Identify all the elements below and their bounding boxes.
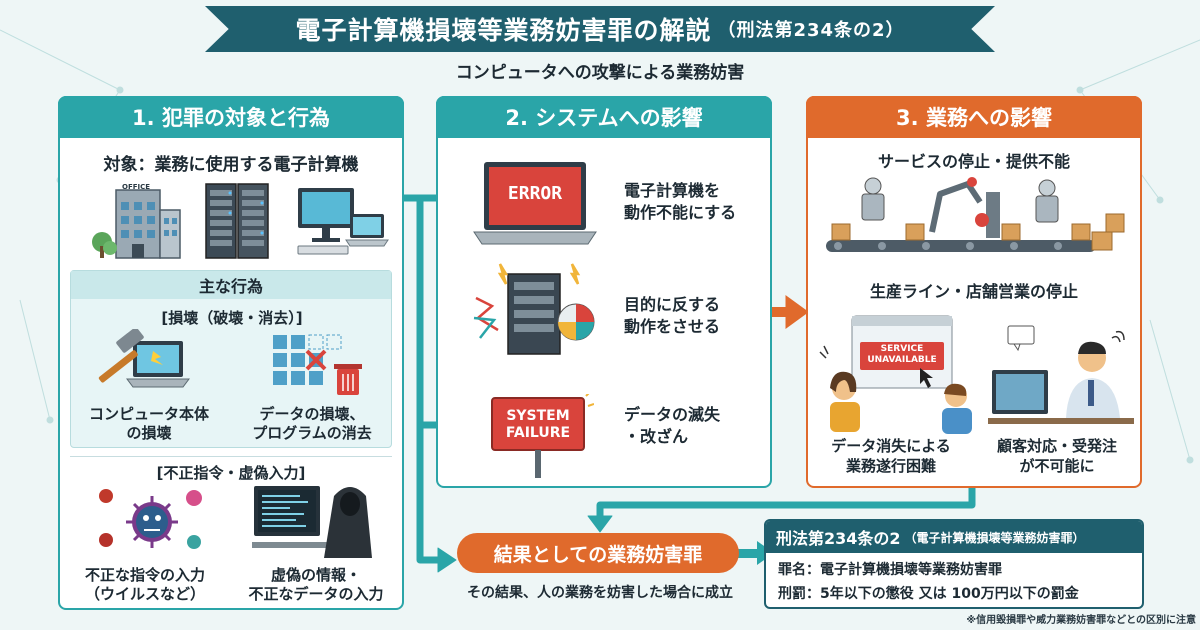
impact-customer-service: 顧客対応・受発注 が不可能に xyxy=(974,436,1140,476)
page-title: 電子計算機損壊等業務妨害罪の解説 （刑法第234条の2） xyxy=(205,6,995,52)
destruction-heading: [損壊（破壊・消去）] xyxy=(161,309,303,327)
fraud-heading: [不正指令・虚偽入力] xyxy=(156,464,306,482)
system-failure-sign-icon xyxy=(491,394,594,478)
impact-customer-service-line1: 顧客対応・受発注 xyxy=(996,437,1117,455)
section-divider xyxy=(70,456,392,457)
hammer-laptop-icon xyxy=(98,329,190,388)
destruction-item-hardware-line1: コンピュータ本体 xyxy=(88,405,209,423)
destruction-item-data-line2: プログラムの消去 xyxy=(252,424,372,442)
panel1-heading: 1. 犯罪の対象と行為 xyxy=(58,96,404,138)
production-line-icon xyxy=(826,177,1125,252)
service-unavailable-label-line1: SERVICE xyxy=(880,344,924,354)
law-heading: 刑法第234条の2 （電子計算機損壊等業務妨害罪） xyxy=(766,521,1142,553)
data-deletion-icon xyxy=(273,334,362,395)
impact-data-loss: データ消失による 業務遂行困難 xyxy=(808,436,974,476)
system-failure-label-line2: FAILURE xyxy=(505,425,571,441)
stressed-worker-icon xyxy=(988,325,1134,424)
office-sign: OFFICE xyxy=(122,183,151,191)
effect-data-loss-line1: データの滅失 xyxy=(624,405,721,424)
destruction-item-hardware-line2: の損壊 xyxy=(126,424,172,442)
fraud-item-malware-line1: 不正な指令の入力 xyxy=(84,566,205,584)
impact-data-loss-line2: 業務遂行困難 xyxy=(845,457,936,475)
panel-target-and-acts: 1. 犯罪の対象と行為 対象：業務に使用する電子計算機 OFFICE xyxy=(58,96,404,610)
fraud-item-malware-line2: （ウイルスなど） xyxy=(84,585,205,603)
system-failure-label-line1: SYSTEM xyxy=(506,408,570,424)
effect-data-loss-line2: ・改ざん xyxy=(624,427,689,446)
effect-malfunction-line2: 動作をさせる xyxy=(624,317,721,336)
impact-data-loss-line1: データ消失による xyxy=(831,437,951,455)
service-stop-text: サービスの停止・提供不能 xyxy=(877,152,1070,171)
panel2-heading: 2. システムへの影響 xyxy=(436,96,772,138)
destruction-item-data: データの損壊、 プログラムの消去 xyxy=(231,405,393,443)
law-penalty: 刑罰：5年以下の懲役 又は 100万円以下の罰金 xyxy=(778,586,1079,602)
title-sub: （刑法第234条の2） xyxy=(717,20,905,41)
fraud-item-false-data: 虚偽の情報・ 不正なデータの入力 xyxy=(230,566,402,604)
effect-inoperable: 電子計算機を 動作不能にする xyxy=(624,180,736,224)
footnote: ※信用毀損罪や威力業務妨害罪などとの区別に注意 xyxy=(966,615,1196,626)
service-unavailable-label-line2: UNAVAILABLE xyxy=(867,355,937,365)
law-crime-name: 罪名：電子計算機損壊等業務妨害罪 xyxy=(778,562,1002,578)
fraud-item-false-data-line1: 虚偽の情報・ xyxy=(270,566,361,584)
fraud-item-malware: 不正な指令の入力 （ウイルスなど） xyxy=(60,566,230,604)
result-note: その結果、人の業務を妨害した場合に成立 xyxy=(467,585,733,601)
law-heading-sub: （電子計算機損壊等業務妨害罪） xyxy=(904,530,1085,545)
virus-icon xyxy=(99,489,202,549)
effect-inoperable-line1: 電子計算機を xyxy=(624,181,721,200)
effect-data-loss: データの滅失 ・改ざん xyxy=(624,404,720,448)
service-unavailable-icon xyxy=(819,315,972,434)
hacker-icon xyxy=(252,486,372,558)
office-building-icon xyxy=(92,189,181,259)
impact-customer-service-line2: が不可能に xyxy=(1019,457,1095,475)
main-acts-heading: 主な行為 xyxy=(71,271,391,299)
page-subtitle: コンピュータへの攻撃による業務妨害 xyxy=(455,63,745,83)
server-rack-icon xyxy=(205,183,269,259)
desktop-computer-icon xyxy=(297,188,389,255)
target-text: 対象：業務に使用する電子計算機 xyxy=(103,155,359,175)
effect-inoperable-line2: 動作不能にする xyxy=(624,203,737,222)
law-summary-box: 刑法第234条の2 （電子計算機損壊等業務妨害罪） 罪名：電子計算機損壊等業務妨… xyxy=(764,519,1144,609)
fraud-item-false-data-line2: 不正なデータの入力 xyxy=(248,585,384,603)
line-stop-text: 生産ライン・店舗営業の停止 xyxy=(869,282,1078,301)
service-unavailable-label: SERVICE UNAVAILABLE xyxy=(860,344,944,366)
system-failure-label: SYSTEM FAILURE xyxy=(492,408,584,442)
destruction-item-hardware: コンピュータ本体 の損壊 xyxy=(71,405,227,443)
title-main: 電子計算機損壊等業務妨害罪の解説 xyxy=(295,16,712,45)
effect-malfunction: 目的に反する 動作をさせる xyxy=(624,294,720,338)
broken-server-icon xyxy=(473,263,595,355)
panel-business-impact: 3. 業務への影響 サービスの停止・提供不能 生産ライン・店舗営業の停止 SER… xyxy=(806,96,1142,488)
error-laptop-icon xyxy=(473,162,597,245)
result-badge: 結果としての業務妨害罪 xyxy=(457,533,739,573)
error-label: ERROR xyxy=(507,183,563,204)
panel3-heading: 3. 業務への影響 xyxy=(806,96,1142,138)
main-acts-box: 主な行為 [損壊（破壊・消去）] コンピ xyxy=(70,270,392,448)
law-heading-main: 刑法第234条の2 xyxy=(776,529,901,548)
destruction-item-data-line1: データの損壊、 xyxy=(259,405,365,423)
effect-malfunction-line1: 目的に反する xyxy=(624,295,721,314)
panel-system-impact: 2. システムへの影響 ERROR 電子計算機を 動作不能にする 目的に反する … xyxy=(436,96,772,488)
